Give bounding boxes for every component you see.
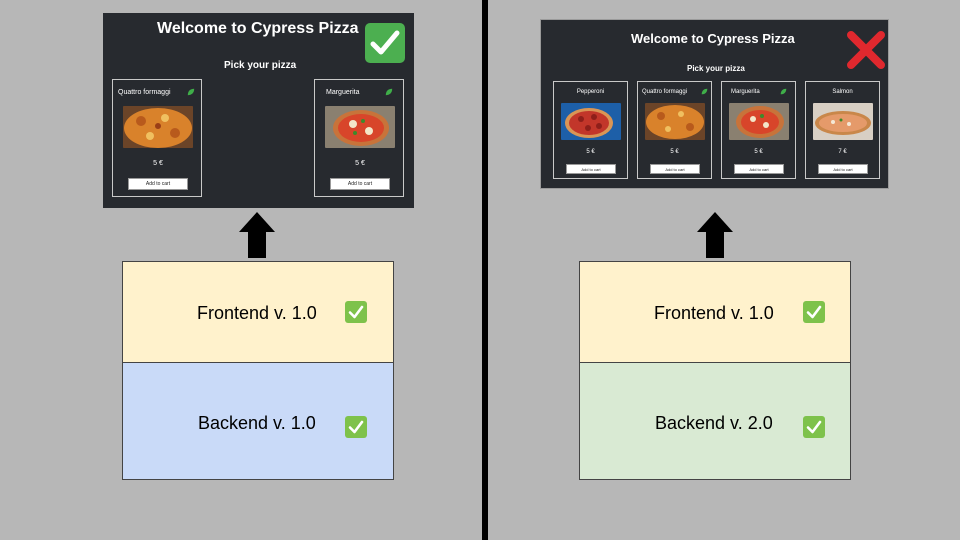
pizza-card-salmon: Salmon 7 € Add to cart — [805, 81, 880, 179]
pizza-name: Marguerita — [731, 89, 760, 95]
pizza-card-marguerita: Marguerita 5 € Add to cart — [721, 81, 796, 179]
app-title: Welcome to Cypress Pizza — [157, 20, 359, 37]
add-to-cart-button[interactable]: Add to cart — [734, 164, 784, 174]
pizza-name: Quattro formaggi — [642, 89, 688, 95]
pizza-price: 7 € — [838, 149, 847, 155]
pizza-price: 5 € — [153, 160, 163, 167]
check-icon — [345, 416, 367, 438]
check-icon — [345, 301, 367, 323]
frontend-layer-right: Frontend v. 1.0 — [579, 261, 851, 363]
pizza-price: 5 € — [355, 160, 365, 167]
up-arrow-left — [239, 212, 275, 258]
pizza-photo — [123, 106, 193, 148]
pizza-photo — [645, 103, 705, 140]
pizza-photo — [325, 106, 395, 148]
app-subtitle: Pick your pizza — [687, 64, 745, 73]
add-to-cart-button[interactable]: Add to cart — [650, 164, 700, 174]
pizza-photo — [813, 103, 873, 140]
check-icon — [803, 301, 825, 323]
backend-version-label: Backend v. 1.0 — [198, 413, 316, 433]
center-divider — [482, 0, 488, 540]
pizza-name: Quattro formaggi — [118, 89, 171, 96]
add-to-cart-button[interactable]: Add to cart — [330, 178, 390, 190]
add-to-cart-button[interactable]: Add to cart — [818, 164, 868, 174]
check-icon — [803, 416, 825, 438]
leaf-icon — [780, 88, 787, 95]
pizza-name: Pepperoni — [576, 89, 605, 95]
pizza-name: Marguerita — [326, 89, 360, 96]
pizza-name: Salmon — [832, 89, 853, 95]
frontend-version-label: Frontend v. 1.0 — [197, 303, 317, 323]
app-screenshot-left: Welcome to Cypress Pizza Pick your pizza… — [103, 13, 414, 208]
frontend-version-label: Frontend v. 1.0 — [654, 303, 774, 323]
leaf-icon — [701, 88, 708, 95]
pizza-card-marguerita: Marguerita 5 € Add to cart — [314, 79, 404, 197]
pizza-card-quattro-formaggi: Quattro formaggi 5 € Add to cart — [637, 81, 712, 179]
backend-layer-right: Backend v. 2.0 — [579, 362, 851, 480]
check-icon — [365, 23, 405, 63]
pizza-photo — [729, 103, 789, 140]
pizza-price: 5 € — [670, 149, 679, 155]
leaf-icon — [385, 88, 393, 96]
pizza-photo — [561, 103, 621, 140]
leaf-icon — [187, 88, 195, 96]
pizza-card-pepperoni: Pepperoni 5 € Add to cart — [553, 81, 628, 179]
backend-layer-left: Backend v. 1.0 — [122, 362, 394, 480]
frontend-layer-left: Frontend v. 1.0 — [122, 261, 394, 363]
pizza-price: 5 € — [754, 149, 763, 155]
add-to-cart-button[interactable]: Add to cart — [128, 178, 188, 190]
add-to-cart-button[interactable]: Add to cart — [566, 164, 616, 174]
cross-icon — [845, 29, 887, 71]
backend-version-label: Backend v. 2.0 — [655, 413, 773, 433]
app-subtitle: Pick your pizza — [224, 60, 297, 71]
pizza-price: 5 € — [586, 149, 595, 155]
app-title: Welcome to Cypress Pizza — [631, 31, 795, 46]
app-screenshot-right: Welcome to Cypress Pizza Pick your pizza… — [540, 19, 889, 189]
pizza-card-quattro-formaggi: Quattro formaggi 5 € Add to cart — [112, 79, 202, 197]
up-arrow-right — [697, 212, 733, 258]
